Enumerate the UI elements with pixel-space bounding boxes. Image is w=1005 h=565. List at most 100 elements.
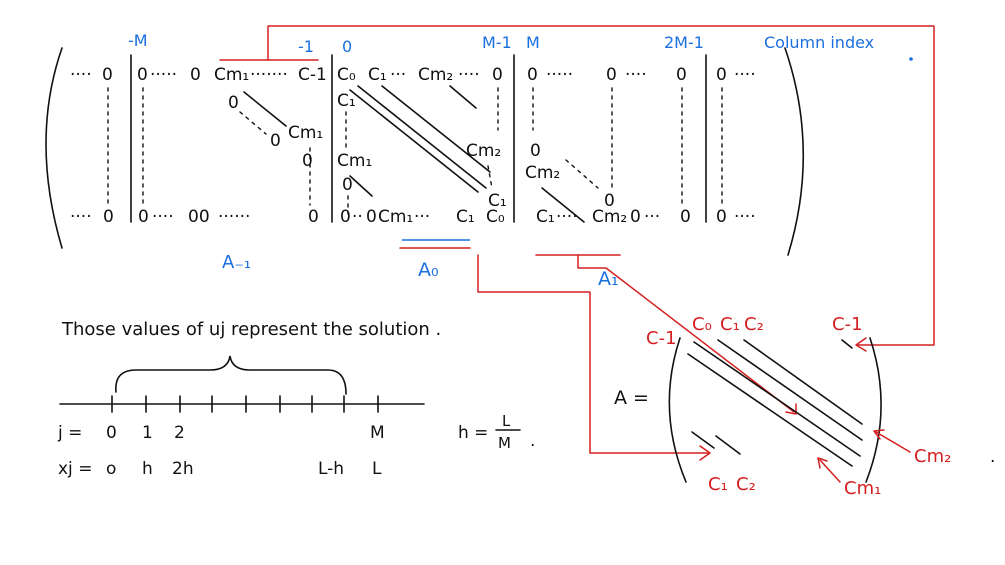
mid-z-a: 0 xyxy=(228,93,239,113)
compact-left-paren xyxy=(668,337,687,483)
bot-z9: 0 xyxy=(716,207,727,227)
grid-x-label: xj = xyxy=(58,459,92,479)
bot-z4: 0 xyxy=(308,207,319,227)
row1-z8: 0 xyxy=(716,65,727,85)
mid-c1-col: C₁ xyxy=(337,91,356,111)
compact-right-paren xyxy=(865,337,882,483)
bot-dots-c: ·· xyxy=(352,207,363,227)
grid-j-label: j = xyxy=(57,423,82,443)
col-label-neg-1: -1 xyxy=(298,37,314,56)
diag-cm2-upper xyxy=(449,85,477,109)
mid-z-c: 0 xyxy=(302,151,313,171)
row1-dots-b: ······· xyxy=(250,65,288,85)
bot-c1: C₁ xyxy=(456,207,475,227)
diag-lower-left xyxy=(349,175,373,197)
arrow-cm1-head xyxy=(817,457,828,469)
bot-dots-f: ··· xyxy=(644,207,660,227)
row1-c0: C₀ xyxy=(337,65,356,85)
compact-cm2: Cm₂ xyxy=(914,446,951,467)
bot-z5: 0 xyxy=(340,207,351,227)
column-index-dot xyxy=(909,57,913,61)
bot-z1: 0 xyxy=(103,207,114,227)
mid-z-e: 0 xyxy=(530,141,541,161)
compact-c1: C₁ xyxy=(720,314,740,335)
diag-c0-main-b xyxy=(357,85,487,189)
diag-c0-main-a xyxy=(349,89,479,193)
grid-j-tick-0: 0 xyxy=(106,423,117,443)
bot-z3: 00 xyxy=(188,207,210,227)
h-formula-den: M xyxy=(498,434,511,452)
mid-cm1-a: Cm₁ xyxy=(288,123,323,143)
red-arrowhead-a0 xyxy=(699,445,711,461)
row1-z7: 0 xyxy=(676,65,687,85)
diag-cm1-block xyxy=(243,91,287,127)
row1-dots-d: ···· xyxy=(458,65,480,85)
grid-j-tick-1: 1 xyxy=(142,423,153,443)
bot-z2: 0 xyxy=(138,207,149,227)
row1-cneg1: C-1 xyxy=(298,65,327,85)
col-label-0: 0 xyxy=(342,37,352,56)
col-label-m-minus-1: M-1 xyxy=(482,33,512,52)
grid-x-tick-0: o xyxy=(106,459,116,479)
bot-c0: C₀ xyxy=(486,207,505,227)
ddots-2 xyxy=(565,159,599,189)
row1-dots-lead: ···· xyxy=(70,65,92,85)
compact-c2: C₂ xyxy=(744,314,764,335)
ddots-3 xyxy=(487,165,493,189)
compact-cm1: Cm₁ xyxy=(844,478,881,499)
label-a-neg1: A₋₁ xyxy=(222,252,251,273)
grid-brace xyxy=(115,355,347,395)
row1-z5: 0 xyxy=(527,65,538,85)
row1-dots-f: ···· xyxy=(625,65,647,85)
label-a1: A₁ xyxy=(598,268,619,290)
row1-dots-e: ····· xyxy=(546,65,573,85)
col-label-neg-m: -M xyxy=(128,31,148,50)
grid-x-end-a: L-h xyxy=(318,459,344,479)
col-label-m: M xyxy=(526,33,540,52)
h-formula-num: L xyxy=(502,412,511,430)
row1-z2: 0 xyxy=(137,65,148,85)
h-formula-lhs: h = xyxy=(458,423,488,443)
mid-z-b: 0 xyxy=(270,131,281,151)
red-connector-a1 xyxy=(577,254,795,413)
row1-z3: 0 xyxy=(190,65,201,85)
bot-dots-b: ······ xyxy=(218,207,250,227)
mid-z-d: 0 xyxy=(342,175,353,195)
arrow-cm2 xyxy=(875,431,911,453)
matrix-left-paren xyxy=(45,47,63,249)
bot-z6: 0 xyxy=(366,207,377,227)
col-label-2m-minus-1: 2M-1 xyxy=(664,33,704,52)
row1-z4: 0 xyxy=(492,65,503,85)
grid-j-end: M xyxy=(370,423,385,443)
arrow-cm2-head xyxy=(873,429,885,440)
compact-cneg1-left: C-1 xyxy=(646,328,677,349)
h-formula-dot: . xyxy=(530,431,535,451)
red-connector-top xyxy=(267,25,935,346)
row1-cm2: Cm₂ xyxy=(418,65,453,85)
row1-dots-g: ···· xyxy=(734,65,756,85)
mid-z-f: 0 xyxy=(604,191,615,211)
row1-z1: 0 xyxy=(102,65,113,85)
arrow-cm1 xyxy=(819,459,841,483)
diag-a1-block xyxy=(541,187,585,223)
grid-j-tick-2: 2 xyxy=(174,423,185,443)
compact-cneg1-right: C-1 xyxy=(832,314,863,335)
mid-cm2-r: Cm₂ xyxy=(466,141,501,161)
row1-z6: 0 xyxy=(606,65,617,85)
row1-cm1: Cm₁ xyxy=(214,65,249,85)
grid-x-tick-1: h xyxy=(142,459,153,479)
bot-dots-a: ···· xyxy=(152,207,174,227)
compact-c0: C₀ xyxy=(692,314,712,335)
red-connector-a0 xyxy=(477,254,709,454)
bot-z7: 0 xyxy=(630,207,641,227)
bot-c1b: C₁ xyxy=(536,207,555,227)
col-label-column-index: Column index xyxy=(764,33,874,52)
bot-z8: 0 xyxy=(680,207,691,227)
row1-dots-a: ····· xyxy=(150,65,177,85)
compact-a-label: A = xyxy=(614,387,649,409)
compact-trail-dot: . xyxy=(990,447,995,467)
row1-c1: C₁ xyxy=(368,65,387,85)
grid-ticks xyxy=(111,395,379,413)
compact-bands xyxy=(687,339,863,467)
bot-cm2: Cm₂ xyxy=(592,207,627,227)
